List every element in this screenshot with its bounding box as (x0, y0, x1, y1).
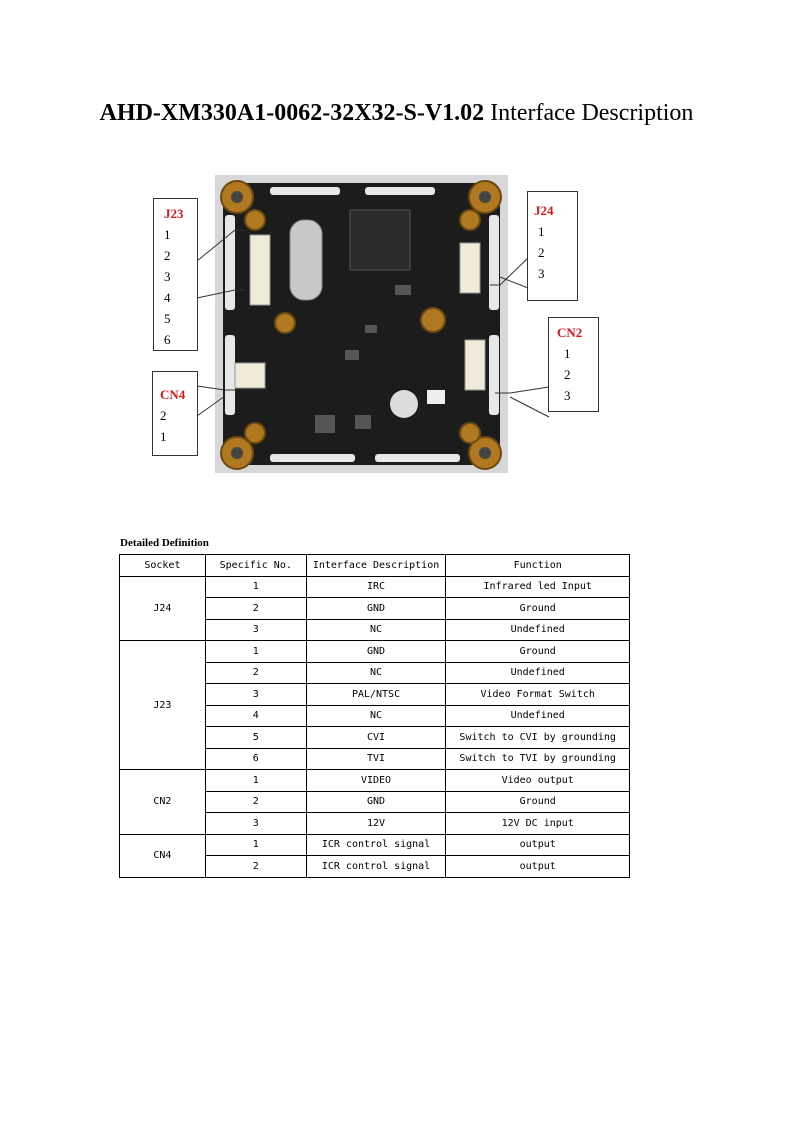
function-cell: Undefined (445, 661, 630, 684)
callout-cn4: CN4 2 1 (152, 371, 198, 456)
socket-cell: J24 (119, 575, 206, 641)
page-title: AHD-XM330A1-0062-32X32-S-V1.02 Interface… (0, 100, 793, 127)
interface-description-cell: ICR control signal (305, 855, 447, 878)
title-model: AHD-XM330A1-0062-32X32-S-V1.02 (99, 100, 485, 126)
function-cell: Video Format Switch (445, 683, 630, 706)
socket-cell: CN2 (119, 769, 206, 835)
header-interface-description: Interface Description (305, 554, 447, 577)
function-cell: Infrared led Input (445, 575, 630, 598)
callout-j24-pin: 2 (538, 245, 545, 260)
callout-j23-pin: 3 (164, 269, 171, 284)
interface-description-cell: GND (305, 597, 447, 620)
function-cell: Undefined (445, 618, 630, 641)
interface-description-cell: CVI (305, 726, 447, 749)
callout-j24-label: J24 (534, 203, 554, 218)
title-suffix: Interface Description (484, 100, 694, 126)
callout-j24-pin: 1 (538, 224, 545, 239)
specific-no-cell: 5 (204, 726, 307, 749)
table-header-row: Socket Specific No. Interface Descriptio… (119, 554, 630, 577)
interface-description-cell: GND (305, 790, 447, 813)
socket-cell: J23 (119, 640, 206, 770)
function-cell: Undefined (445, 704, 630, 727)
interface-description-cell: VIDEO (305, 769, 447, 792)
callout-j23-pin: 1 (164, 227, 171, 242)
function-cell: Ground (445, 597, 630, 620)
specific-no-cell: 2 (204, 855, 307, 878)
callout-cn2-pin: 3 (564, 388, 571, 403)
interface-description-cell: PAL/NTSC (305, 683, 447, 706)
callout-cn2-label: CN2 (557, 325, 583, 340)
function-cell: Ground (445, 790, 630, 813)
function-cell: 12V DC input (445, 812, 630, 835)
specific-no-cell: 4 (204, 704, 307, 727)
socket-cell: CN4 (119, 833, 206, 878)
callout-cn4-pin: 1 (160, 429, 167, 444)
callout-j24-pin: 3 (538, 266, 545, 281)
function-cell: output (445, 833, 630, 856)
interface-description-cell: 12V (305, 812, 447, 835)
specific-no-cell: 6 (204, 747, 307, 770)
specific-no-cell: 1 (204, 640, 307, 663)
callout-cn2: CN2 1 2 3 (548, 317, 599, 412)
callout-cn4-pin: 2 (160, 408, 167, 423)
interface-description-cell: NC (305, 618, 447, 641)
callout-j23-pin: 4 (164, 290, 171, 305)
callout-cn2-pin: 1 (564, 346, 571, 361)
specific-no-cell: 1 (204, 769, 307, 792)
callout-cn4-label: CN4 (160, 387, 186, 402)
header-specific-no: Specific No. (204, 554, 307, 577)
section-title: Detailed Definition (120, 537, 209, 549)
specific-no-cell: 1 (204, 833, 307, 856)
callout-leader-lines (196, 229, 550, 418)
callout-j23-pin: 6 (164, 332, 171, 347)
header-function: Function (445, 554, 630, 577)
interface-description-cell: NC (305, 704, 447, 727)
interface-description-cell: ICR control signal (305, 833, 447, 856)
callout-cn2-pin: 2 (564, 367, 571, 382)
header-socket: Socket (119, 554, 206, 577)
specific-no-cell: 1 (204, 575, 307, 598)
interface-description-cell: TVI (305, 747, 447, 770)
function-cell: output (445, 855, 630, 878)
pcb-board-image (215, 175, 508, 473)
specific-no-cell: 3 (204, 683, 307, 706)
specific-no-cell: 2 (204, 661, 307, 684)
interface-description-cell: GND (305, 640, 447, 663)
callout-j23-pin: 5 (164, 311, 171, 326)
specific-no-cell: 2 (204, 790, 307, 813)
function-cell: Switch to TVI by grounding (445, 747, 630, 770)
specific-no-cell: 3 (204, 812, 307, 835)
interface-description-cell: NC (305, 661, 447, 684)
function-cell: Ground (445, 640, 630, 663)
interface-description-cell: IRC (305, 575, 447, 598)
function-cell: Video output (445, 769, 630, 792)
specific-no-cell: 3 (204, 618, 307, 641)
callout-j23-label: J23 (164, 206, 184, 221)
specific-no-cell: 2 (204, 597, 307, 620)
board-diagram: J23 1 2 3 4 5 6 J24 1 2 3 CN2 1 2 3 CN4 … (150, 170, 599, 480)
definition-table: Socket Specific No. Interface Descriptio… (119, 554, 630, 878)
callout-j23: J23 1 2 3 4 5 6 (153, 198, 198, 351)
callout-j24: J24 1 2 3 (527, 191, 578, 301)
function-cell: Switch to CVI by grounding (445, 726, 630, 749)
callout-j23-pin: 2 (164, 248, 171, 263)
